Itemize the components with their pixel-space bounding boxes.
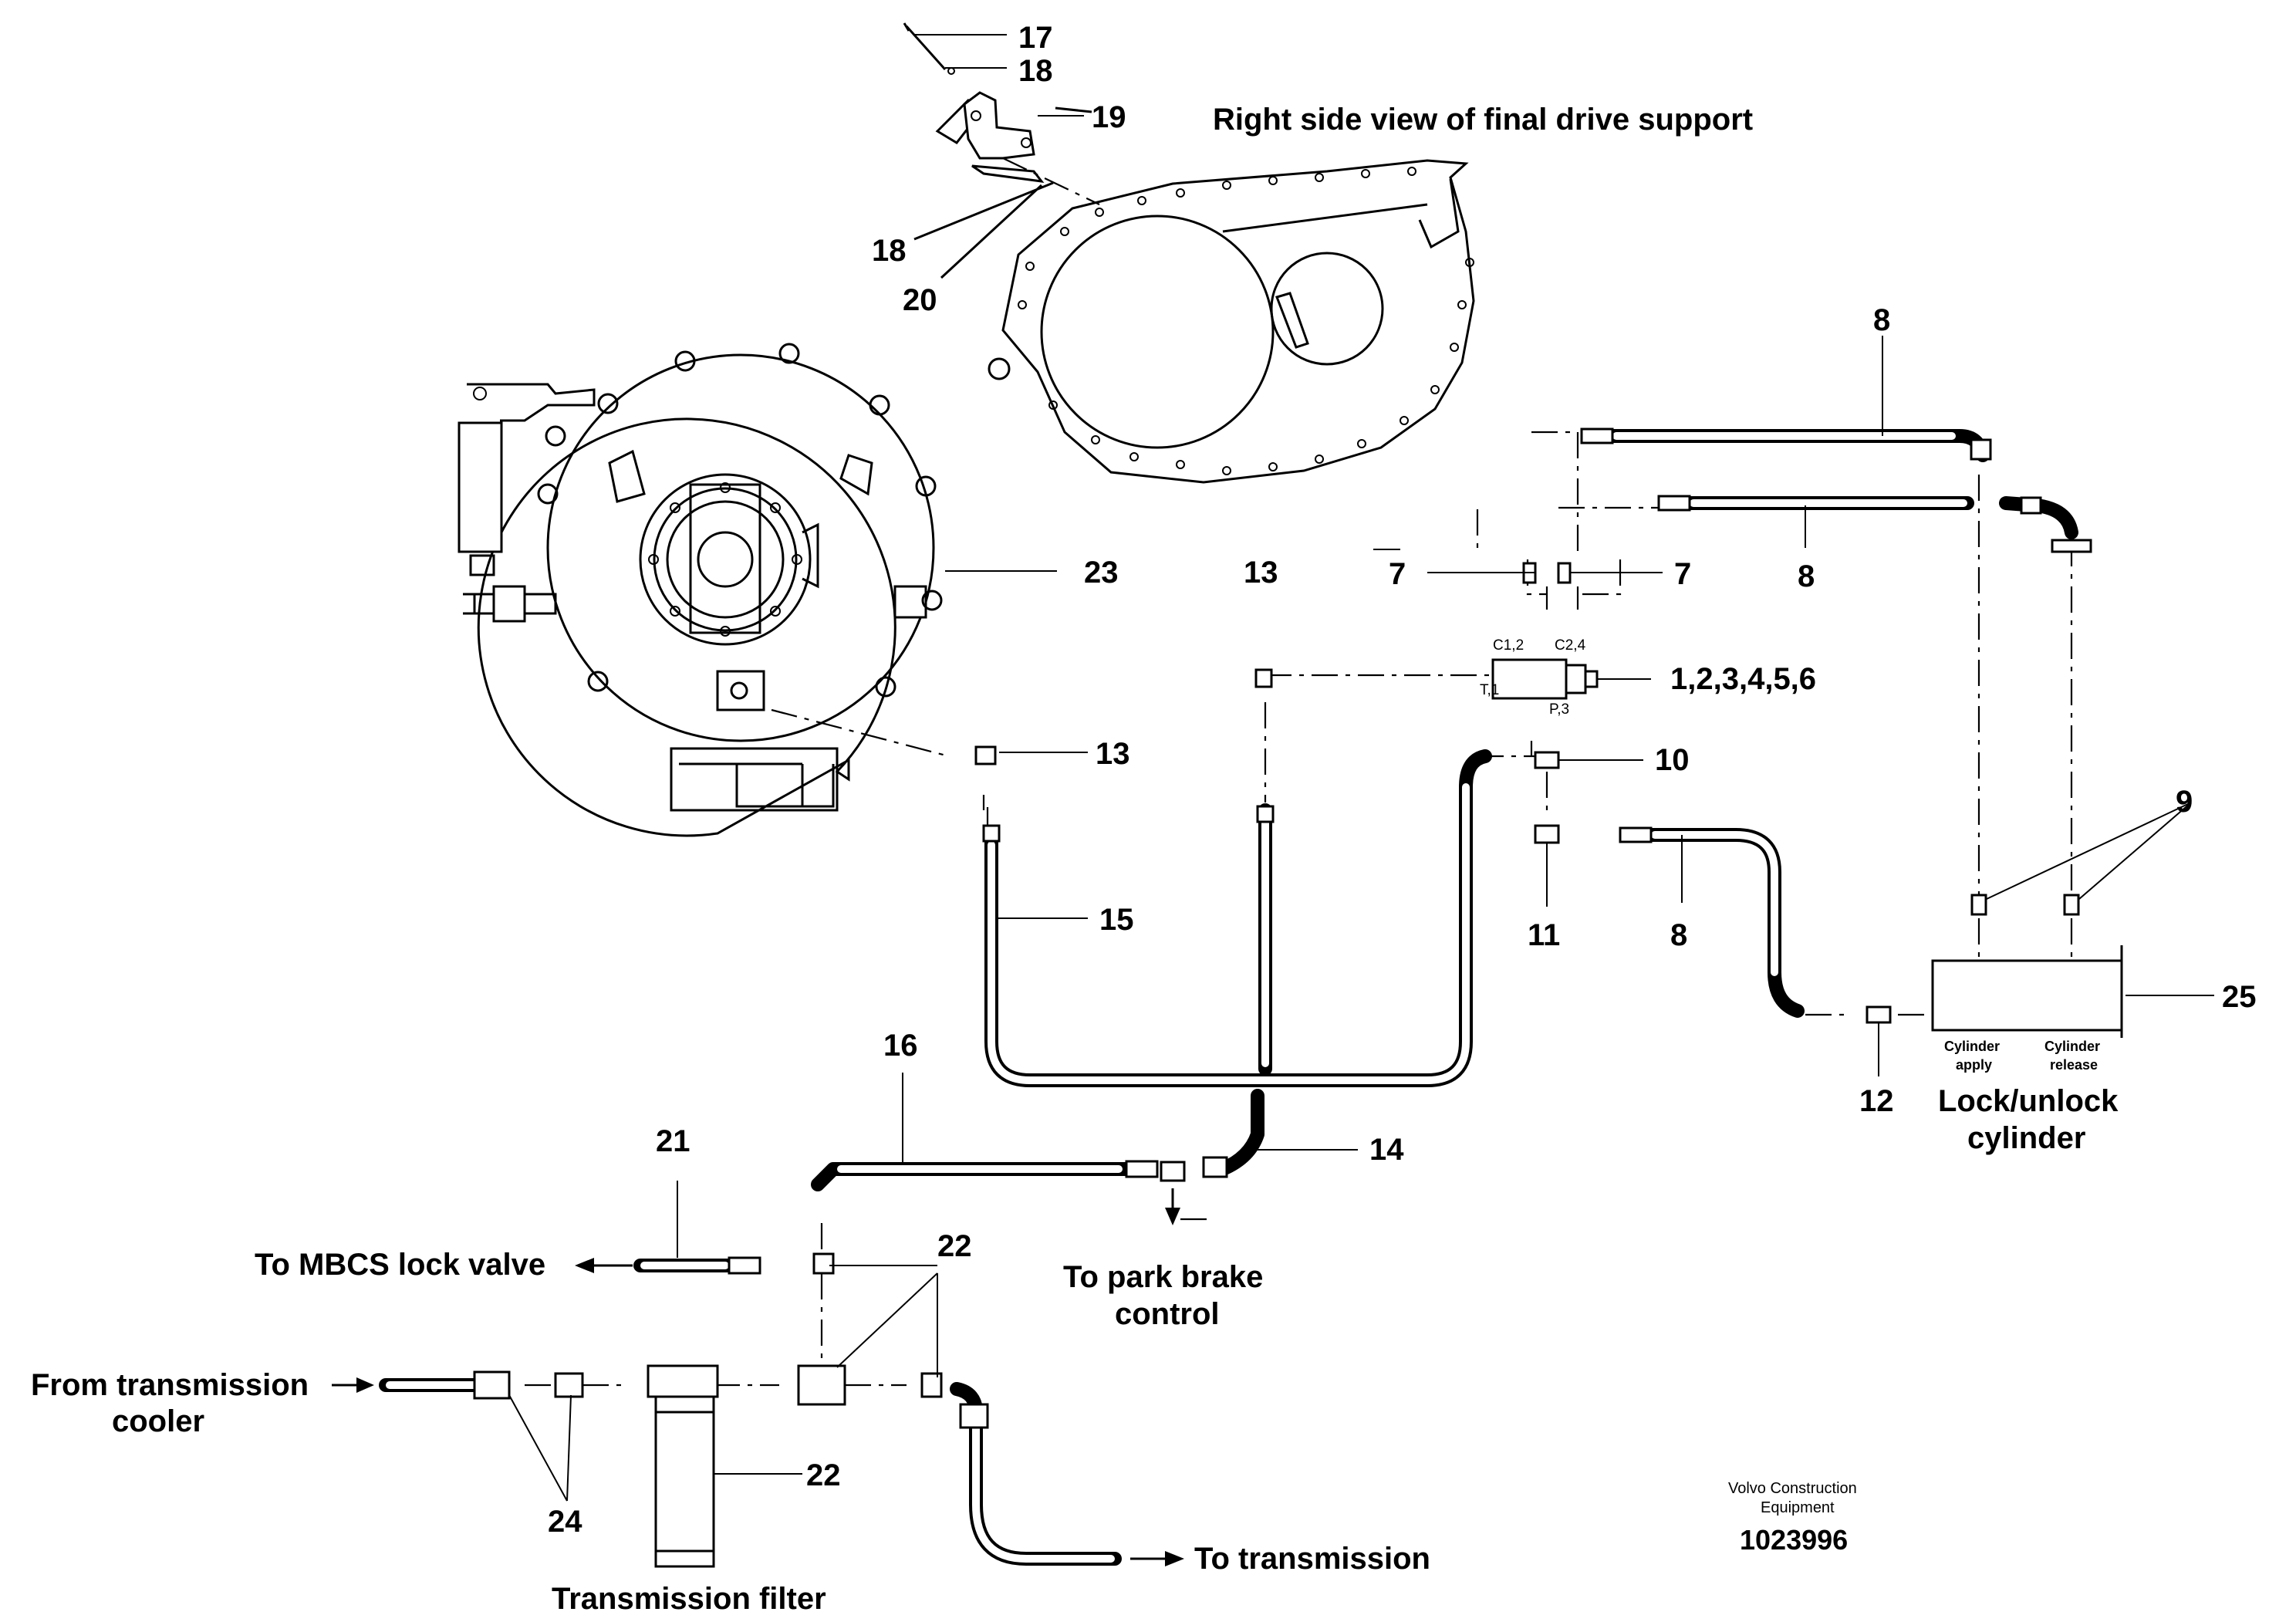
- callout-13: 13: [1244, 556, 1278, 590]
- callout-7: 7: [1389, 557, 1406, 591]
- callout-25: 25: [2222, 980, 2257, 1014]
- cylinder-release-label: Cylinder: [2044, 1039, 2100, 1054]
- callout-9: 9: [2176, 785, 2193, 819]
- lock-unlock-cylinder-label-2: cylinder: [1967, 1121, 2085, 1155]
- arrow-right-icon: [1130, 1551, 1184, 1566]
- hydraulic-lines: [379, 429, 2078, 1566]
- callout-12: 12: [1859, 1084, 1894, 1118]
- from-cooler-label: From transmission: [31, 1368, 309, 1402]
- callouts: 17 18 19 18 20 23 13 13 7 7 8 8 8 1,2,3,…: [548, 21, 2257, 1539]
- callout-20: 20: [903, 283, 937, 317]
- port-t1: T,1: [1480, 682, 1499, 698]
- transmission-filter-label: Transmission filter: [552, 1582, 826, 1616]
- cylinder-apply-label-2: apply: [1956, 1057, 1992, 1073]
- page-title: Right side view of final drive support: [1213, 103, 1753, 137]
- fittings: [473, 427, 2123, 1568]
- callout-8: 8: [1798, 559, 1815, 593]
- park-brake-label-2: control: [1115, 1297, 1220, 1331]
- callout-23: 23: [1084, 556, 1119, 590]
- callout-17: 17: [1018, 21, 1053, 55]
- port-c1-2: C1,2: [1493, 637, 1524, 654]
- credit-line1: Volvo Construction: [1728, 1480, 1857, 1497]
- leader-lines: [508, 34, 2214, 1502]
- callout-13: 13: [1096, 737, 1130, 771]
- doc-number: 1023996: [1740, 1524, 1848, 1556]
- callout-16: 16: [883, 1029, 918, 1063]
- credit-block: Volvo Construction Equipment 1023996: [1728, 1480, 1857, 1556]
- cylinder-release-label-2: release: [2050, 1057, 2098, 1073]
- mbcs-label: To MBCS lock valve: [255, 1248, 545, 1282]
- callout-18: 18: [872, 234, 907, 268]
- callout-8: 8: [1670, 918, 1687, 952]
- callout-18: 18: [1018, 54, 1053, 88]
- callout-22: 22: [806, 1458, 841, 1492]
- callout-21: 21: [656, 1124, 690, 1158]
- final-drive-support: [988, 159, 1475, 484]
- arrow-down-icon: [1165, 1188, 1180, 1225]
- credit-line2: Equipment: [1761, 1499, 1835, 1516]
- callout-14: 14: [1369, 1133, 1404, 1167]
- labels: Right side view of final drive support C…: [31, 103, 2119, 1616]
- lock-unlock-cylinder-label: Lock/unlock: [1938, 1084, 2119, 1118]
- sensor-bracket-assembly: [903, 22, 1100, 279]
- final-drive-housing: [458, 343, 943, 837]
- port-p3: P,3: [1549, 701, 1569, 718]
- cylinder-apply-label: Cylinder: [1944, 1039, 2000, 1054]
- park-brake-label: To park brake: [1063, 1260, 1263, 1294]
- callout-7: 7: [1674, 557, 1691, 591]
- callout-22: 22: [937, 1229, 972, 1263]
- callout-10: 10: [1655, 743, 1690, 777]
- callout-8: 8: [1873, 303, 1890, 337]
- port-c2-4: C2,4: [1555, 637, 1586, 654]
- callout-1-6: 1,2,3,4,5,6: [1670, 662, 1816, 696]
- callout-15: 15: [1099, 903, 1134, 937]
- from-cooler-label-2: cooler: [112, 1404, 204, 1438]
- callout-24: 24: [548, 1505, 582, 1539]
- arrow-left-icon: [575, 1258, 633, 1273]
- callout-19: 19: [1092, 100, 1126, 134]
- arrow-right-icon: [332, 1377, 374, 1393]
- to-transmission-label: To transmission: [1194, 1542, 1430, 1576]
- port-labels: C1,2 C2,4 T,1 P,3: [1480, 637, 1586, 718]
- callout-11: 11: [1528, 918, 1560, 952]
